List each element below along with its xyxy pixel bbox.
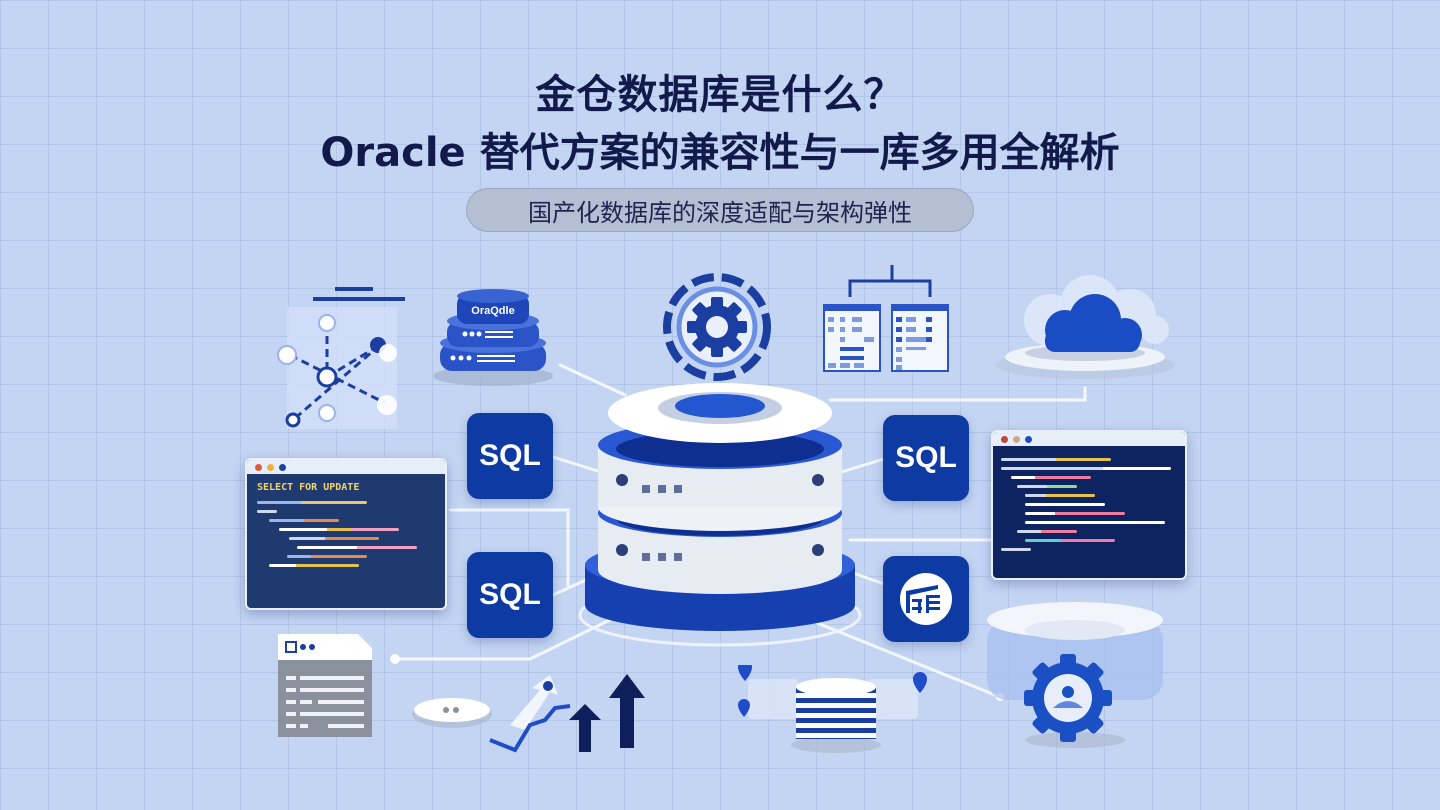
chat-bubble-icon [410, 670, 570, 760]
code-heading: SELECT FOR UPDATE [257, 482, 360, 493]
svg-text:OraQdle: OraQdle [471, 305, 514, 317]
window-titlebar [993, 432, 1185, 446]
sql-tile-left-upper: SQL [467, 413, 553, 499]
up-arrows-icon [565, 672, 650, 752]
sql-tile-left-lower: SQL [467, 552, 553, 638]
window-titlebar [247, 460, 445, 474]
distributed-database-icon [728, 660, 938, 755]
cloud-icon [990, 275, 1180, 385]
subtitle-pill: 国产化数据库的深度适配与架构弹性 [466, 188, 974, 232]
building-app-icon [883, 556, 969, 642]
left-code-window: SELECT FOR UPDATE [245, 458, 447, 610]
subtitle-text: 国产化数据库的深度适配与架构弹性 [528, 198, 912, 227]
document-icon [276, 632, 376, 742]
trend-line-icon [470, 670, 580, 760]
table-schema-icon [822, 265, 952, 375]
page-title-line1: 金仓数据库是什么？ [535, 72, 905, 118]
central-database-icon [570, 375, 870, 650]
right-code-window [991, 430, 1187, 580]
sql-tile-right-upper: SQL [883, 415, 969, 501]
oracle-database-icon: OraQdle [425, 288, 560, 388]
gear-icon [660, 270, 775, 385]
gear-database-icon [985, 600, 1165, 760]
network-graph-icon [275, 285, 407, 435]
page-title-line2: Oracle 替代方案的兼容性与一库多用全解析 [320, 130, 1120, 176]
